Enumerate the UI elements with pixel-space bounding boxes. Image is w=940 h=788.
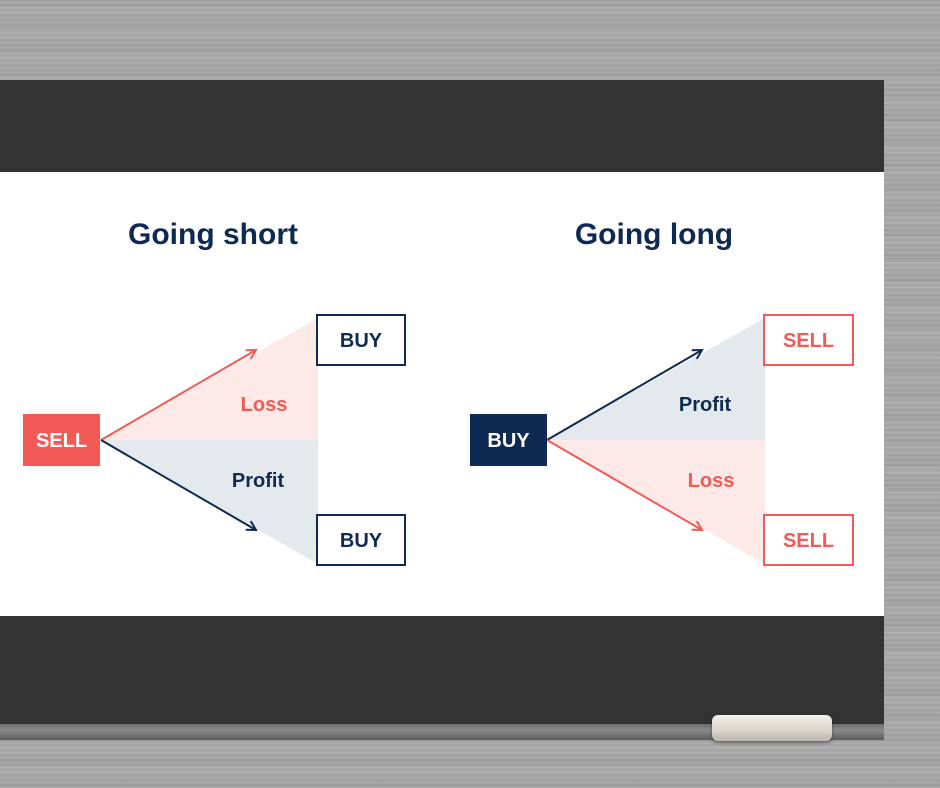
short-start-label: SELL — [36, 430, 87, 452]
long-top-box-label: SELL — [783, 330, 834, 352]
going-long-diagram: Going long BUY SELL SELL Profit Loss — [470, 218, 854, 566]
short-bottom-box: BUY — [316, 514, 406, 566]
short-start-box: SELL — [23, 414, 100, 466]
long-start-box: BUY — [470, 414, 547, 466]
short-loss-arrow — [100, 350, 256, 441]
short-bottom-box-label: BUY — [340, 530, 383, 552]
going-short-diagram: Going short SELL BUY BUY Loss Profit — [23, 218, 406, 566]
long-start-label: BUY — [487, 430, 530, 452]
going-short-title: Going short — [128, 218, 298, 251]
short-profit-label: Profit — [232, 470, 285, 492]
short-top-box-label: BUY — [340, 330, 383, 352]
long-profit-label: Profit — [679, 394, 732, 416]
long-loss-label: Loss — [688, 470, 735, 492]
long-top-box: SELL — [763, 314, 854, 366]
short-loss-label: Loss — [241, 394, 288, 416]
going-long-title: Going long — [575, 218, 733, 251]
chalk-ledge — [0, 724, 884, 740]
slide: Going short SELL BUY BUY Loss Profit Go — [0, 172, 884, 616]
long-bottom-box-label: SELL — [783, 530, 834, 552]
diagram: Going short SELL BUY BUY Loss Profit Go — [23, 218, 854, 566]
long-loss-arrow — [546, 439, 702, 530]
long-bottom-box: SELL — [763, 514, 854, 566]
short-top-box: BUY — [316, 314, 406, 366]
long-profit-arrow — [546, 350, 702, 441]
short-profit-arrow — [100, 439, 256, 530]
chalk-stick — [712, 715, 832, 741]
